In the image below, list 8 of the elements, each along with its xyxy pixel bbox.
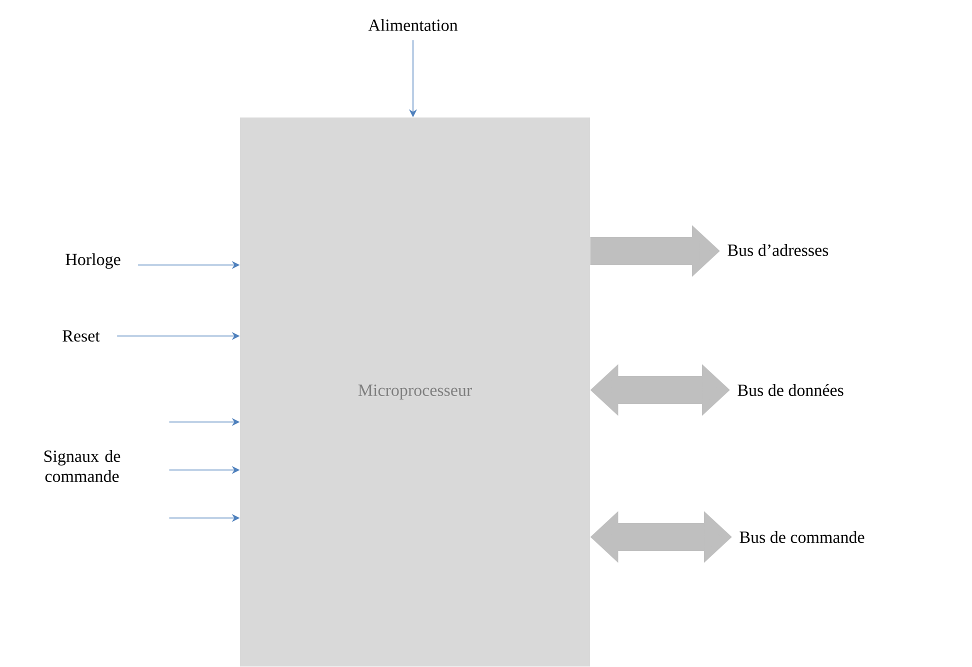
input-label: Horloge bbox=[66, 253, 120, 269]
bus-label: Bus d’adresses bbox=[728, 244, 828, 256]
processor-box: Microprocesseur bbox=[240, 118, 590, 666]
input-label: Alimentation bbox=[368, 19, 458, 31]
input-label: Signaux de commande bbox=[44, 450, 120, 482]
bus-label: Bus de commande bbox=[740, 531, 864, 543]
input-label: Reset bbox=[62, 330, 100, 342]
bus-label: Bus de données bbox=[738, 384, 844, 396]
